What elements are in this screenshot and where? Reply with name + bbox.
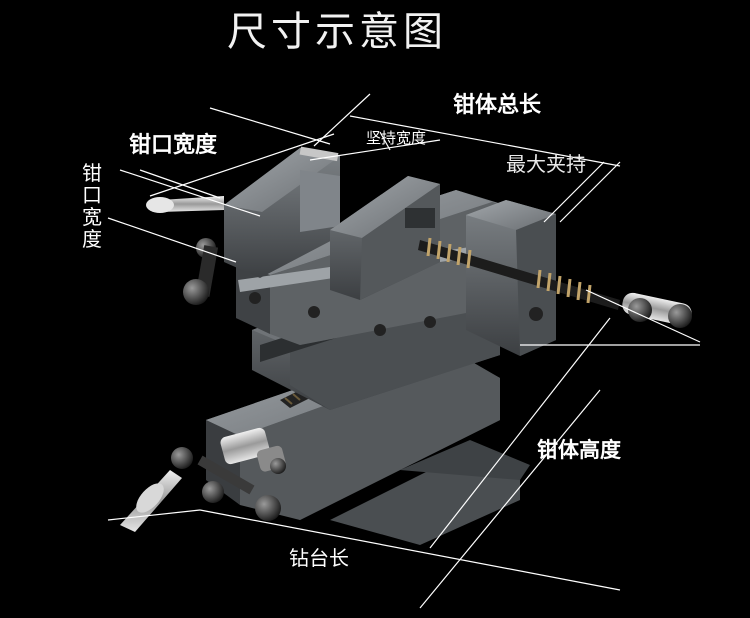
fixed-jaw: [224, 146, 340, 278]
upper-lead-screw: [418, 237, 692, 328]
body-length-label: 钳体总长: [453, 93, 542, 118]
table-length-label: 钻台长: [289, 546, 349, 570]
body-height-label: 钳体高度: [537, 438, 621, 462]
jaw-width-label: 钳口宽度: [129, 133, 218, 158]
rear-end-block: [466, 200, 556, 356]
movable-jaw: [330, 176, 440, 300]
jaw-width-vertical-label: 钳口宽度: [82, 161, 102, 251]
max-clamp-line: [543, 161, 605, 223]
clamp-width-label: 坚持宽度: [366, 129, 427, 147]
body-height-line: [429, 317, 611, 549]
max-clamp-label: 最大夹持: [506, 152, 586, 176]
front-crank: [120, 427, 286, 532]
dimension-lines: [107, 93, 701, 609]
jaw-width-line: [149, 133, 335, 197]
page-title: 尺寸示意图: [227, 9, 447, 55]
table-length-line: [199, 509, 621, 591]
body-length-line: [349, 115, 621, 167]
body-length-left-tick: [313, 93, 371, 147]
left-handle: [146, 196, 224, 305]
vertical-jaw-line: [107, 217, 237, 263]
jaw-width-line-top: [209, 107, 331, 145]
clamp-width-line: [309, 139, 441, 161]
